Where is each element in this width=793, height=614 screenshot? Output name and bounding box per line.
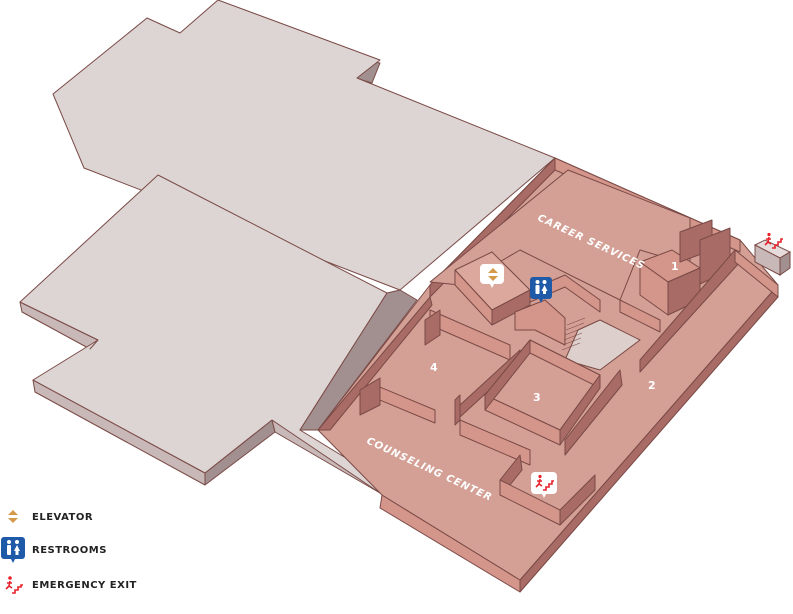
emergency-exit-icon (764, 232, 783, 249)
active-wing (317, 157, 779, 593)
room-number-2: 2 (648, 379, 656, 392)
legend-item-emergency-exit[interactable]: EMERGENCY EXIT (0, 573, 137, 597)
elevator-icon (488, 268, 498, 281)
emergency-exit-icon (535, 474, 554, 491)
elevator-icon (0, 505, 26, 529)
legend-label-emergency-exit: EMERGENCY EXIT (32, 579, 137, 591)
restroom-icon (0, 537, 26, 563)
legend-item-elevator[interactable]: ELEVATOR (0, 505, 93, 529)
emergency-exit-icon (0, 573, 26, 597)
exterior-exit-box (753, 239, 792, 276)
restroom-icon (535, 280, 548, 294)
legend-label-restrooms: RESTROOMS (32, 544, 107, 556)
emergency-exit-marker-bottom[interactable] (531, 472, 557, 498)
room-number-4: 4 (430, 361, 438, 374)
emergency-exit-marker-right[interactable] (764, 232, 783, 249)
room-number-1: 1 (671, 260, 679, 273)
elevator-marker[interactable] (480, 264, 504, 288)
legend-item-restrooms[interactable]: RESTROOMS (0, 537, 107, 563)
room-number-3: 3 (533, 391, 541, 404)
legend-label-elevator: ELEVATOR (32, 511, 94, 523)
restroom-marker[interactable] (530, 277, 552, 303)
